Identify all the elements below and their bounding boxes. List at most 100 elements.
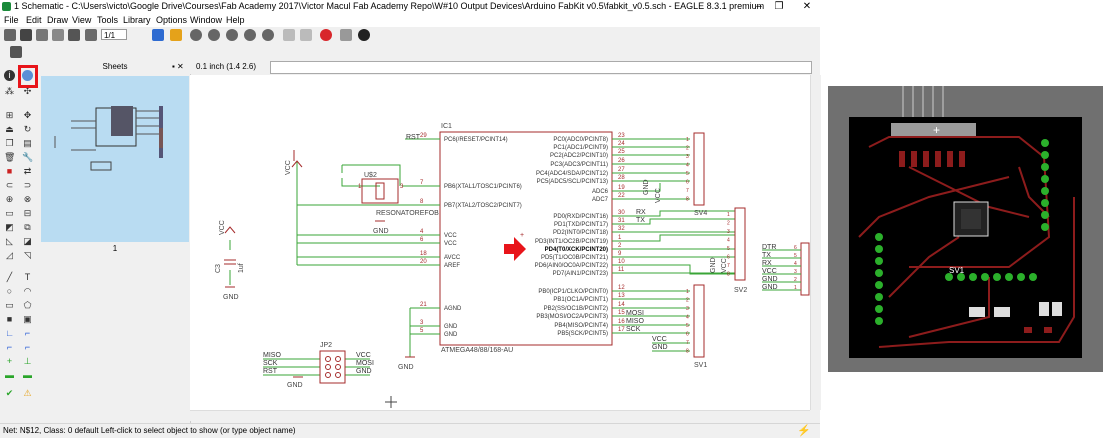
c3-capacitor[interactable]: C3 1uf GND xyxy=(215,259,245,301)
move-icon[interactable]: ⊞ xyxy=(5,110,14,120)
replace-icon[interactable]: ⇄ xyxy=(23,166,32,176)
rect-icon[interactable]: ▭ xyxy=(5,300,14,310)
invoke-icon[interactable]: ◩ xyxy=(5,222,14,232)
net-label-icon[interactable]: ⌐ xyxy=(24,342,31,352)
menu-tools[interactable]: Tools xyxy=(97,15,119,25)
redraw-icon[interactable] xyxy=(262,29,274,41)
display-icon[interactable]: ⁂ xyxy=(5,86,14,96)
value-icon[interactable]: ⊃ xyxy=(23,180,32,190)
horizontal-scrollbar[interactable] xyxy=(190,410,810,421)
jp2-header[interactable]: JP2 xyxy=(319,342,346,384)
command-input[interactable] xyxy=(270,61,812,74)
ic1-left-pin-num: 6 xyxy=(420,237,424,243)
zoom-select-icon[interactable] xyxy=(244,29,256,41)
errors-icon[interactable]: ⚠ xyxy=(23,388,32,398)
sv2-connector[interactable]: SV2 xyxy=(734,207,747,294)
menu-draw[interactable]: Draw xyxy=(47,15,69,25)
ftdi-pin-num: 6 xyxy=(794,245,797,251)
panel-pin-icon[interactable]: ▪ ✕ xyxy=(172,62,184,71)
sv1-connector[interactable]: SV1 xyxy=(693,284,707,369)
erc-icon[interactable]: ✔ xyxy=(5,388,14,398)
menu-bar: File Edit Draw View Tools Library Option… xyxy=(0,14,820,27)
paste-icon[interactable]: ▤ xyxy=(23,138,32,148)
menu-edit[interactable]: Edit xyxy=(26,15,42,25)
mark-icon[interactable]: ✣ xyxy=(23,86,32,96)
ftdi-connector[interactable] xyxy=(800,242,810,296)
dimension-icon[interactable]: ▬ xyxy=(23,370,32,380)
u2-resonator[interactable]: U$2 1 3 RESONATOREFOB GND xyxy=(358,172,439,235)
net-icon[interactable]: ◹ xyxy=(24,250,31,260)
line-icon[interactable]: ╱ xyxy=(6,272,13,282)
redo-icon[interactable] xyxy=(300,29,312,41)
move-cross-icon[interactable]: ✥ xyxy=(23,110,32,120)
script-icon[interactable] xyxy=(152,29,164,41)
sheet-thumbnail[interactable] xyxy=(41,76,189,242)
sheet-select[interactable]: 1/1 xyxy=(101,29,127,40)
gate-icon[interactable]: ▭ xyxy=(5,208,14,218)
label-icon[interactable]: ◪ xyxy=(23,236,32,246)
miter-icon[interactable]: ◺ xyxy=(6,236,13,246)
help-icon[interactable] xyxy=(358,29,370,41)
pinswap-icon[interactable]: ⊟ xyxy=(23,208,32,218)
stop-icon[interactable] xyxy=(320,29,332,41)
menu-view[interactable]: View xyxy=(72,15,92,25)
copy-icon[interactable]: ❐ xyxy=(5,138,14,148)
rotate-icon[interactable]: ↻ xyxy=(23,124,32,134)
menu-help[interactable]: Help xyxy=(226,15,245,25)
menu-options[interactable]: Options xyxy=(156,15,188,25)
delete-icon[interactable]: 🗑 xyxy=(4,152,16,162)
undo-icon[interactable] xyxy=(283,29,295,41)
menu-window[interactable]: Window xyxy=(190,15,223,25)
vertical-scrollbar[interactable] xyxy=(810,75,821,410)
sheet-icon[interactable] xyxy=(85,29,97,41)
net-wire-icon[interactable]: ⌐ xyxy=(6,342,13,352)
bus-net-icon[interactable]: ⌐ xyxy=(24,328,31,338)
ic1-right-pin-label: PD7(AIN1/PCINT23) xyxy=(553,271,608,277)
zoom-fit-icon[interactable] xyxy=(190,29,202,41)
open-icon[interactable] xyxy=(4,29,16,41)
ic1-right-pin-label: PC4(ADC4/SDA/PCINT12) xyxy=(536,171,608,177)
board-view[interactable]: + xyxy=(828,86,1103,372)
maximize-button[interactable]: ❐ xyxy=(774,1,784,12)
arc-icon[interactable]: ◠ xyxy=(23,286,32,296)
close-button[interactable]: ✕ xyxy=(802,1,812,12)
sv4-connector[interactable]: SV4 xyxy=(693,132,707,217)
hole-icon[interactable]: ▣ xyxy=(23,314,32,324)
go-icon[interactable] xyxy=(340,29,352,41)
grid-icon[interactable] xyxy=(10,46,22,58)
menu-library[interactable]: Library xyxy=(123,15,151,25)
junction-icon[interactable]: + xyxy=(6,356,13,366)
bus-icon[interactable]: ∟ xyxy=(5,328,14,338)
board-icon[interactable] xyxy=(68,29,80,41)
wire-icon[interactable]: ◿ xyxy=(6,250,13,260)
add-icon[interactable]: ■ xyxy=(6,166,13,176)
circle-icon[interactable]: ○ xyxy=(6,286,13,296)
ic1-left-pins: 29PC6(/RESET/PCINT14)7PB6(XTAL1/TOSC1/PC… xyxy=(420,133,522,338)
frame-icon[interactable]: ▬ xyxy=(5,370,14,380)
info-icon[interactable]: i xyxy=(4,70,15,81)
change-icon[interactable]: 🔧 xyxy=(22,152,34,162)
smash-icon[interactable]: ⊕ xyxy=(5,194,14,204)
rect-fill-icon[interactable]: ■ xyxy=(6,314,13,324)
cam-icon[interactable] xyxy=(52,29,64,41)
split-icon[interactable]: ⊗ xyxy=(23,194,32,204)
optimize-icon[interactable]: ⧉ xyxy=(24,222,31,232)
print-icon[interactable] xyxy=(36,29,48,41)
sv4-pin-num: 3 xyxy=(686,154,689,160)
menu-file[interactable]: File xyxy=(4,15,19,25)
zoom-in-icon[interactable] xyxy=(208,29,220,41)
name-icon[interactable]: ⊂ xyxy=(5,180,14,190)
text-icon[interactable]: T xyxy=(24,272,31,282)
attribute-icon[interactable]: ⊥ xyxy=(23,356,32,366)
minimize-button[interactable]: – xyxy=(756,1,762,12)
zoom-out-icon[interactable] xyxy=(226,29,238,41)
polygon-icon[interactable]: ⬠ xyxy=(23,300,32,310)
ulp-icon[interactable] xyxy=(170,29,182,41)
show-icon[interactable] xyxy=(22,70,33,81)
save-icon[interactable] xyxy=(20,29,32,41)
mirror-icon[interactable]: ⏏ xyxy=(5,124,14,134)
ic1-symbol[interactable]: IC1 ATMEGA48/88/168-AU xyxy=(439,123,613,354)
ic1-right-pin-num: 27 xyxy=(618,167,625,173)
sv2-name: SV2 xyxy=(734,287,747,294)
